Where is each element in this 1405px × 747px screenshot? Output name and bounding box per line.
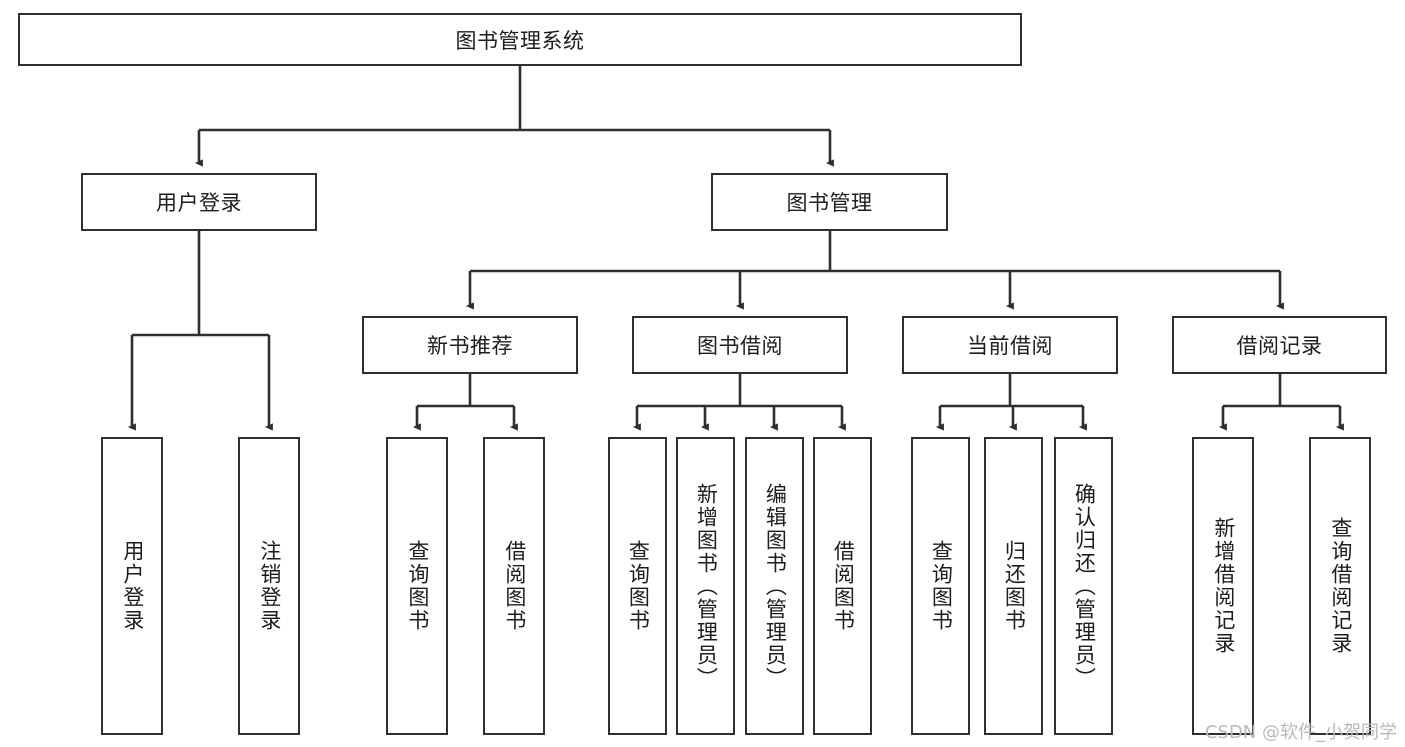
leaf-node-leaf-add-book[interactable]: 新增图书（管理员）	[676, 437, 735, 735]
leaf-node-leaf-borrow-book-1[interactable]: 借阅图书	[483, 437, 545, 735]
node-label: 图书借阅	[697, 334, 783, 358]
leaf-node-leaf-query-record[interactable]: 查询借阅记录	[1309, 437, 1371, 735]
node-label: 借阅图书	[502, 540, 527, 632]
level3-node-new-book-recommend[interactable]: 新书推荐	[362, 316, 578, 374]
level2-node-book-manage[interactable]: 图书管理	[711, 173, 948, 231]
node-label: 新增图书（管理员）	[694, 482, 719, 690]
leaf-node-leaf-return-book[interactable]: 归还图书	[984, 437, 1043, 735]
node-label: 归还图书	[1002, 540, 1027, 632]
leaf-node-leaf-query-book-1[interactable]: 查询图书	[386, 437, 448, 735]
node-label: 查询借阅记录	[1328, 517, 1353, 655]
level3-node-current-borrow[interactable]: 当前借阅	[902, 316, 1118, 374]
leaf-node-leaf-user-login[interactable]: 用户登录	[101, 437, 163, 735]
root-node-system-title[interactable]: 图书管理系统	[18, 13, 1022, 66]
node-label: 查询图书	[405, 540, 430, 632]
node-label: 图书管理系统	[455, 28, 585, 53]
node-label: 借阅记录	[1236, 334, 1323, 358]
node-label: 图书管理	[786, 191, 873, 215]
leaf-node-leaf-add-record[interactable]: 新增借阅记录	[1192, 437, 1254, 735]
node-label: 新书推荐	[427, 334, 513, 358]
node-label: 查询图书	[929, 540, 954, 632]
node-label: 确认归还（管理员）	[1072, 482, 1097, 690]
leaf-node-leaf-confirm-return[interactable]: 确认归还（管理员）	[1054, 437, 1113, 735]
leaf-node-leaf-logout[interactable]: 注销登录	[238, 437, 300, 735]
level2-node-user-login[interactable]: 用户登录	[81, 173, 317, 231]
node-label: 查询图书	[626, 540, 651, 632]
node-label: 用户登录	[156, 191, 242, 215]
node-label: 当前借阅	[967, 334, 1053, 358]
node-label: 用户登录	[120, 540, 145, 632]
leaf-node-leaf-query-book-2[interactable]: 查询图书	[608, 437, 667, 735]
level3-node-book-borrow[interactable]: 图书借阅	[632, 316, 848, 374]
node-label: 新增借阅记录	[1211, 517, 1236, 655]
leaf-node-leaf-query-book-3[interactable]: 查询图书	[911, 437, 970, 735]
node-label: 注销登录	[257, 540, 282, 632]
node-label: 编辑图书（管理员）	[763, 482, 788, 690]
leaf-node-leaf-borrow-book-2[interactable]: 借阅图书	[813, 437, 872, 735]
node-label: 借阅图书	[831, 540, 856, 632]
leaf-node-leaf-edit-book[interactable]: 编辑图书（管理员）	[745, 437, 804, 735]
level3-node-borrow-record[interactable]: 借阅记录	[1172, 316, 1387, 374]
